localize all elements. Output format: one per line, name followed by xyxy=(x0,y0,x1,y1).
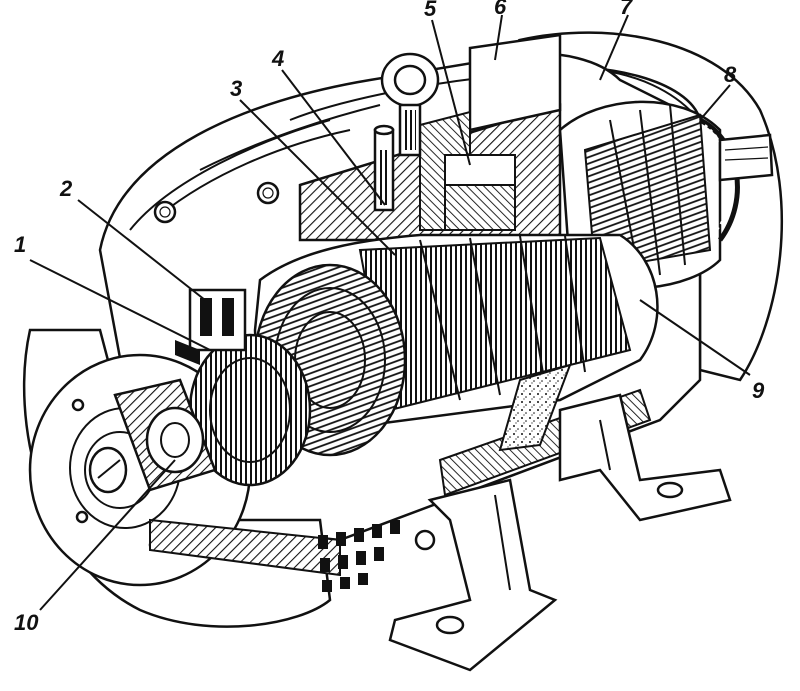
mounting-foot-right xyxy=(558,393,732,522)
callout-6: 6 xyxy=(494,0,507,19)
callout-labels: 1 2 3 4 5 6 7 8 9 10 xyxy=(14,0,765,635)
callout-5: 5 xyxy=(424,0,437,21)
lifting-eye-bolt xyxy=(380,52,440,157)
callout-7: 7 xyxy=(620,0,634,19)
frame-bolts xyxy=(153,181,436,551)
callout-10: 10 xyxy=(14,610,39,635)
front-bearing-section xyxy=(113,378,217,492)
leader-lines xyxy=(29,14,751,611)
callout-1: 1 xyxy=(14,232,26,257)
callout-9: 9 xyxy=(752,378,765,403)
callout-3: 3 xyxy=(230,76,242,101)
callout-4: 4 xyxy=(271,46,284,71)
rear-shaft xyxy=(718,133,774,182)
stator-coil-section xyxy=(444,154,516,231)
mounting-foot-left xyxy=(388,478,558,672)
vent-grille xyxy=(318,520,400,592)
brush-holder xyxy=(175,288,247,365)
callout-8: 8 xyxy=(724,62,737,87)
terminal-stud xyxy=(373,124,395,212)
callout-2: 2 xyxy=(59,176,73,201)
